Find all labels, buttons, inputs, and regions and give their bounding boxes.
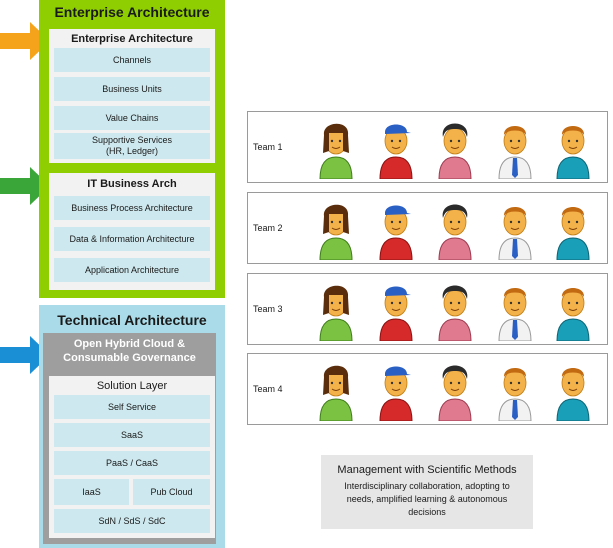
business-units-cell: Business Units (54, 77, 210, 101)
team-label: Team 4 (253, 384, 283, 394)
enterprise-architecture-title: Enterprise Architecture (54, 4, 210, 20)
person-avatar-icon (376, 117, 416, 184)
person-avatar-icon (435, 198, 475, 265)
technical-architecture-title: Technical Architecture (57, 312, 207, 328)
sdn-sds-sdc-cell: SdN / SdS / SdC (54, 509, 210, 533)
data-information-architecture-cell: Data & Information Architecture (54, 227, 210, 251)
person-avatar-icon (435, 279, 475, 346)
team-label: Team 2 (253, 223, 283, 233)
team-label: Team 1 (253, 142, 283, 152)
solution-layer-title: Solution Layer (96, 380, 168, 392)
person-avatar-icon (316, 117, 356, 184)
person-avatar-icon (435, 117, 475, 184)
application-architecture-cell: Application Architecture (54, 258, 210, 282)
team-label: Team 3 (253, 304, 283, 314)
person-avatar-icon (495, 198, 535, 265)
it-business-arch-title: IT Business Arch (87, 178, 177, 190)
person-avatar-icon (376, 198, 416, 265)
team-row: Team 1 (247, 111, 608, 183)
management-title: Management with Scientific Methods (337, 464, 517, 476)
blue-arrow-icon (0, 336, 50, 374)
business-process-architecture-cell: Business Process Architecture (54, 196, 210, 220)
person-avatar-icon (553, 359, 593, 426)
pub-cloud-cell: Pub Cloud (133, 479, 210, 505)
person-avatar-icon (495, 359, 535, 426)
person-avatar-icon (553, 279, 593, 346)
management-box (321, 455, 533, 529)
management-description: Interdisciplinary collaboration, adoptin… (344, 481, 510, 517)
hybrid-cloud-title: Open Hybrid Cloud & Consumable Governanc… (63, 338, 196, 364)
channels-cell: Channels (54, 48, 210, 72)
person-avatar-icon (376, 359, 416, 426)
person-avatar-icon (495, 117, 535, 184)
orange-arrow-icon (0, 22, 50, 60)
person-avatar-icon (316, 198, 356, 265)
green-arrow-icon (0, 167, 50, 205)
person-avatar-icon (435, 359, 475, 426)
value-chains-cell: Value Chains (54, 106, 210, 130)
team-row: Team 3 (247, 273, 608, 345)
team-row: Team 2 (247, 192, 608, 264)
iaas-cell: IaaS (54, 479, 129, 505)
person-avatar-icon (316, 279, 356, 346)
supportive-services-cell: Supportive Services (HR, Ledger) (54, 133, 210, 159)
person-avatar-icon (553, 117, 593, 184)
person-avatar-icon (376, 279, 416, 346)
self-service-cell: Self Service (54, 395, 210, 419)
paas-caas-cell: PaaS / CaaS (54, 451, 210, 475)
person-avatar-icon (316, 359, 356, 426)
person-avatar-icon (553, 198, 593, 265)
person-avatar-icon (495, 279, 535, 346)
saas-cell: SaaS (54, 423, 210, 447)
enterprise-architecture-inner-title: Enterprise Architecture (71, 33, 193, 45)
team-row: Team 4 (247, 353, 608, 425)
